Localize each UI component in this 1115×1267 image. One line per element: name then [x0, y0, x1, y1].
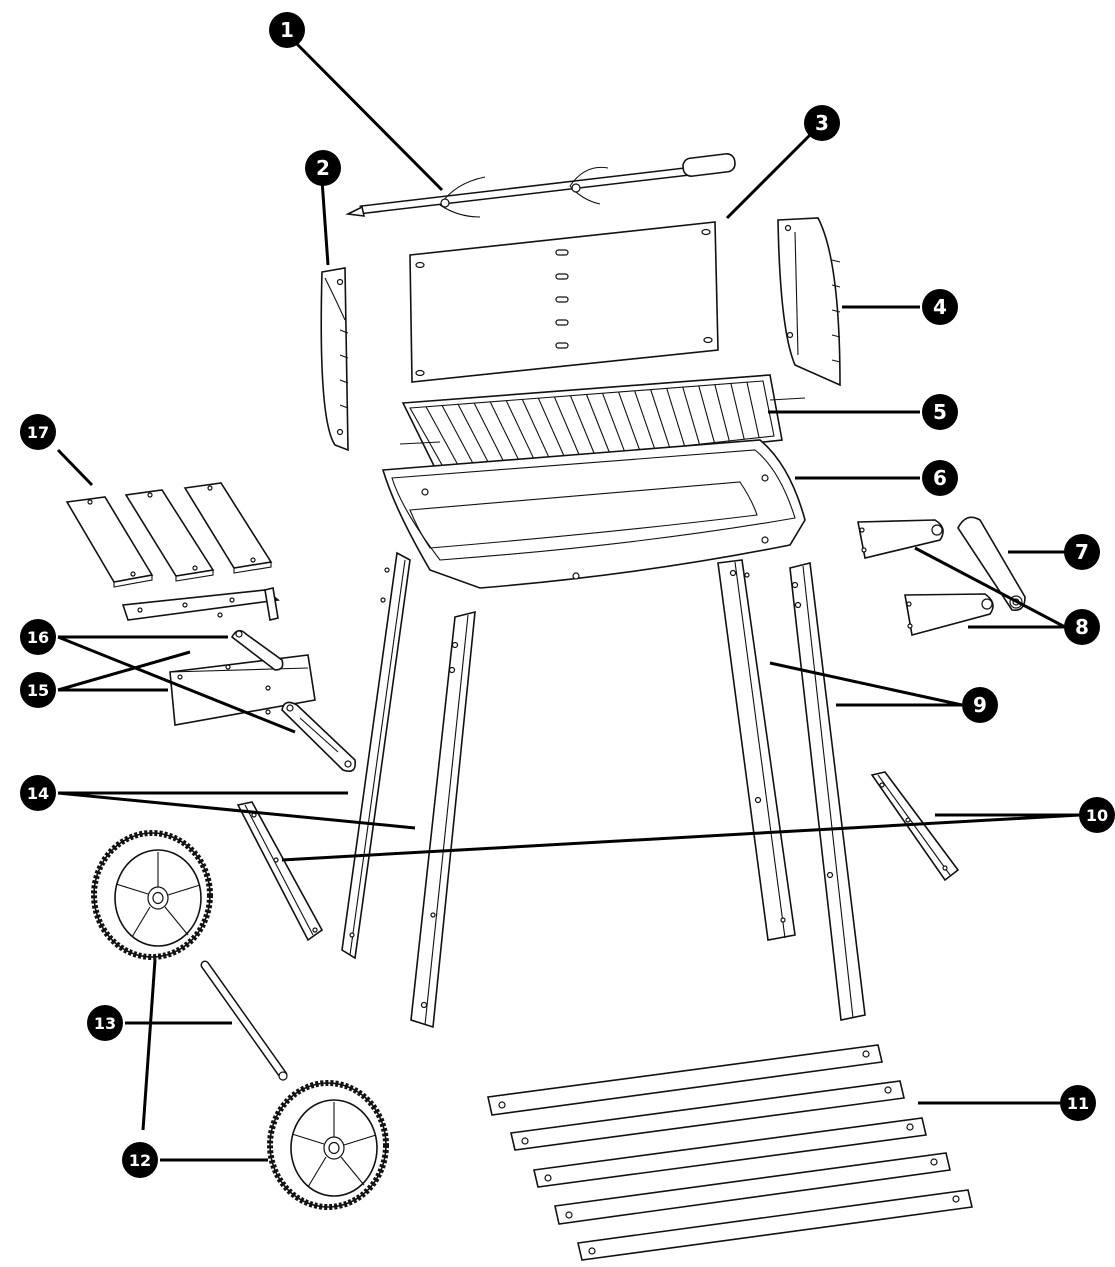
- svg-text:3: 3: [815, 111, 829, 135]
- svg-text:17: 17: [27, 423, 49, 442]
- grate-bar: [634, 390, 656, 450]
- left-side-plate: [320, 267, 349, 452]
- rotisserie-spit: [345, 153, 736, 218]
- svg-text:16: 16: [27, 628, 49, 647]
- callout-13: 13: [87, 1005, 123, 1041]
- shelf-link-upper: [230, 629, 284, 671]
- svg-text:9: 9: [973, 693, 987, 717]
- callout-7: 7: [1064, 534, 1100, 570]
- grate-bar: [473, 402, 507, 466]
- back-wind-shield: [409, 221, 719, 383]
- svg-text:10: 10: [1086, 806, 1108, 825]
- callout-12: 12: [122, 1142, 158, 1178]
- callout-5: 5: [922, 394, 958, 430]
- leader-lines: [56, 38, 1081, 1162]
- grate-bar: [569, 395, 596, 456]
- handle-bracket-lower: [904, 593, 994, 637]
- fire-bowl: [381, 439, 806, 589]
- grate-bar: [505, 400, 536, 463]
- grate-bar: [650, 389, 671, 448]
- svg-text:5: 5: [933, 400, 947, 424]
- svg-text:12: 12: [129, 1151, 151, 1170]
- grate-bar: [521, 399, 551, 461]
- callout-3: 3: [804, 105, 840, 141]
- svg-text:13: 13: [94, 1014, 116, 1033]
- callout-16: 16: [20, 619, 56, 655]
- grate-bar: [425, 406, 462, 471]
- svg-text:1: 1: [280, 18, 294, 42]
- cooking-grate: [399, 374, 806, 485]
- callout-17: 17: [20, 414, 56, 450]
- handle-bracket-upper: [857, 519, 944, 559]
- svg-text:11: 11: [1067, 1094, 1089, 1113]
- svg-text:4: 4: [933, 295, 947, 319]
- grate-bar: [441, 405, 477, 469]
- grate-bar: [698, 385, 715, 443]
- callout-10: 10: [1079, 797, 1115, 833]
- svg-text:8: 8: [1075, 615, 1089, 639]
- callout-15: 15: [20, 672, 56, 708]
- callout-4: 4: [922, 289, 958, 325]
- grate-bar: [682, 386, 700, 445]
- grate-bar: [585, 394, 611, 455]
- axle: [200, 960, 288, 1081]
- callout-6: 6: [922, 460, 958, 496]
- grate-bar: [489, 401, 522, 465]
- wheel-lower: [267, 1080, 389, 1210]
- grate-bar: [666, 388, 686, 446]
- grate-bar: [602, 393, 626, 453]
- grate-bar: [618, 391, 641, 451]
- wheel-upper: [91, 830, 213, 960]
- svg-text:2: 2: [316, 156, 330, 180]
- svg-text:6: 6: [933, 466, 947, 490]
- svg-text:15: 15: [27, 681, 49, 700]
- svg-text:14: 14: [27, 784, 49, 803]
- callout-8: 8: [1064, 609, 1100, 645]
- front-leg-right: [789, 562, 866, 1021]
- rear-leg-right: [717, 559, 796, 941]
- callout-14: 14: [20, 775, 56, 811]
- right-side-plate: [777, 217, 841, 387]
- grate-bar: [714, 384, 730, 442]
- rear-leg-left: [341, 551, 411, 960]
- leg-brace-left: [236, 801, 324, 942]
- handle: [957, 516, 1026, 612]
- grate-bar: [537, 397, 566, 460]
- front-leg-left: [410, 610, 476, 1029]
- callout-11: 11: [1060, 1085, 1096, 1121]
- shelf-boards: [65, 482, 273, 588]
- callout-2: 2: [305, 150, 341, 186]
- grate-bar: [553, 396, 581, 458]
- grate-bar: [746, 382, 760, 438]
- shelf-bracket-upper: [121, 587, 281, 621]
- grate-bar: [730, 383, 745, 440]
- callout-1: 1: [269, 12, 305, 48]
- callout-9: 9: [962, 687, 998, 723]
- grate-bar: [457, 404, 492, 468]
- shelf-link-lower: [281, 701, 357, 773]
- svg-text:7: 7: [1075, 540, 1089, 564]
- bottom-slats: [487, 1044, 973, 1261]
